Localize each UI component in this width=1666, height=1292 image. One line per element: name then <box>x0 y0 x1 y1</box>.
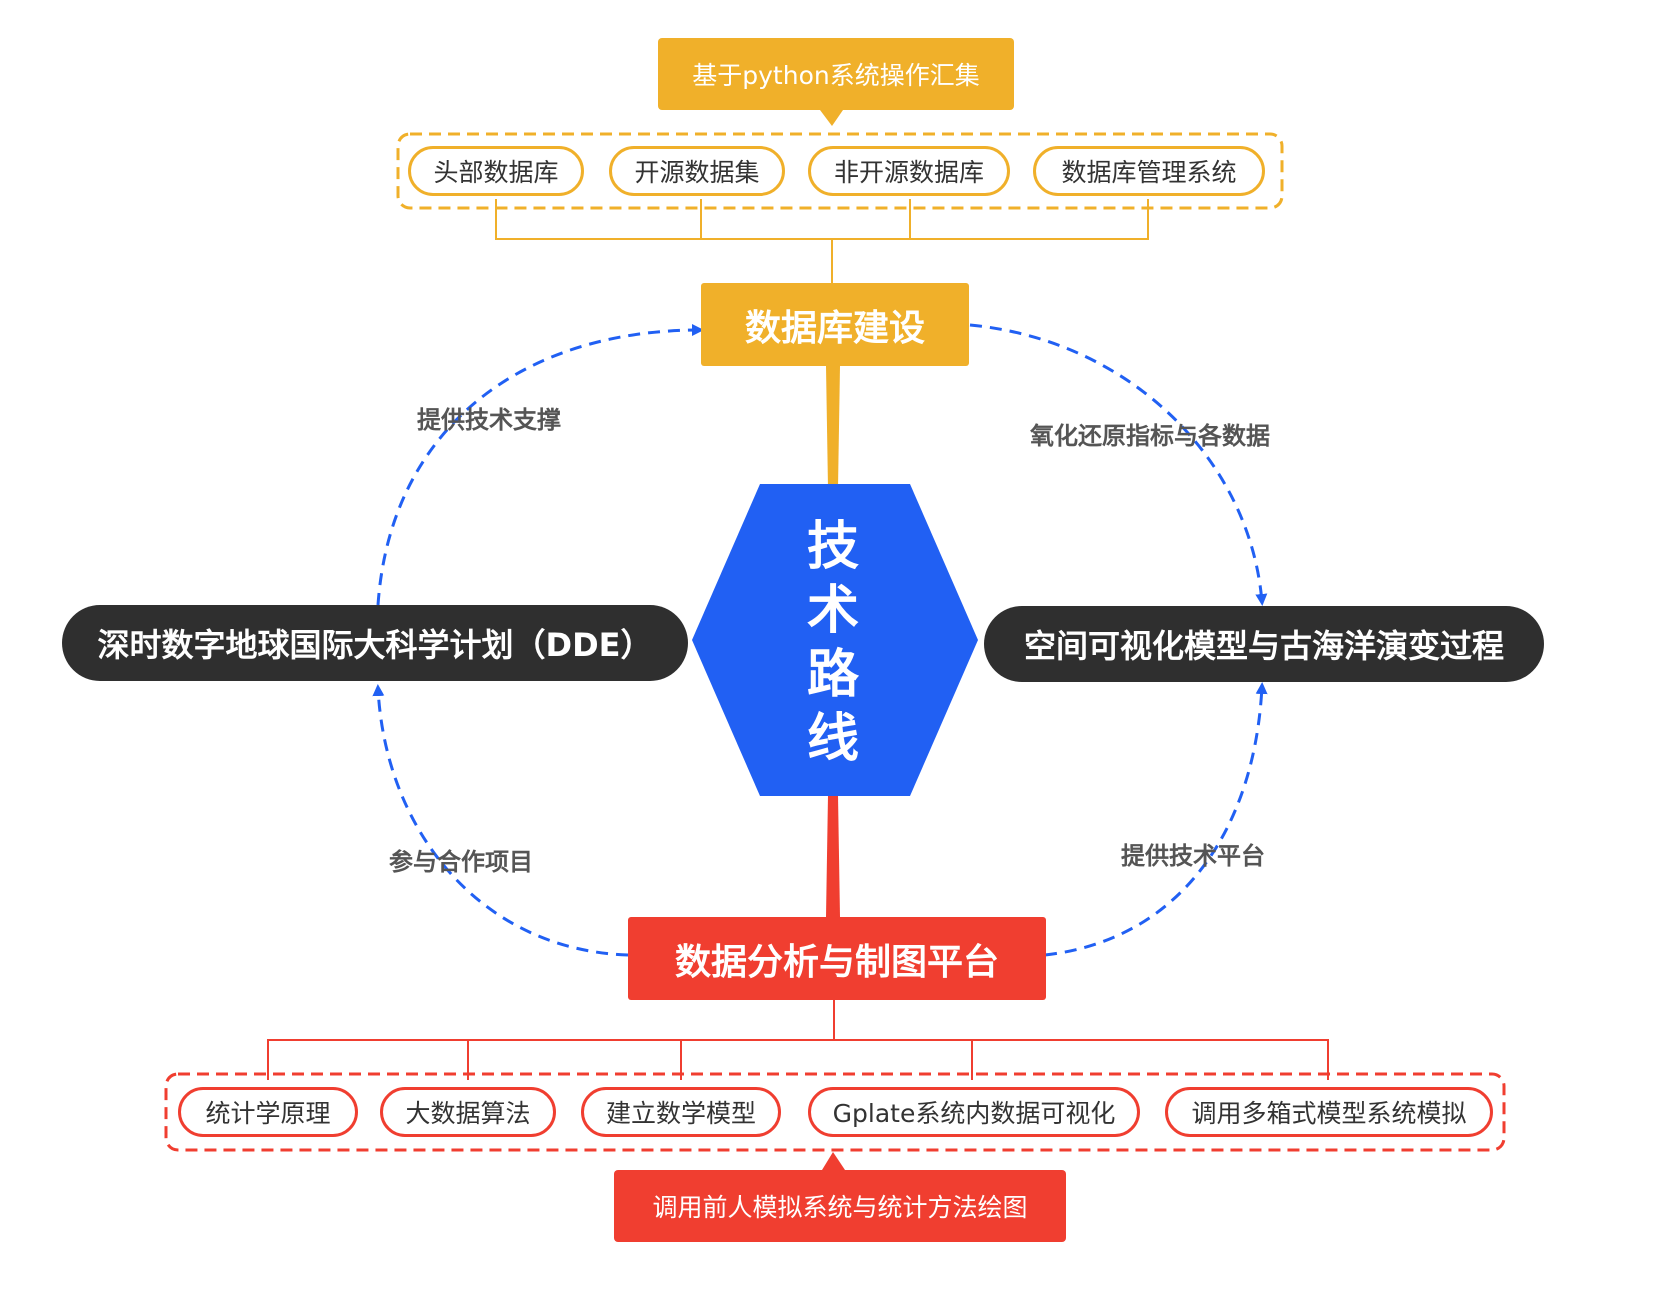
center-char-1: 技 <box>806 517 859 577</box>
spatial-visualization-node: 空间可视化模型与古海洋演变过程 <box>984 606 1544 682</box>
bottom-item-box-model-simulation: 调用多箱式模型系统模拟 <box>1165 1087 1493 1137</box>
bottom-branch-connector <box>826 795 840 917</box>
top-item-open-dataset: 开源数据集 <box>609 146 785 196</box>
top-item-database-management-system: 数据库管理系统 <box>1033 146 1265 196</box>
bottom-items-bracket <box>267 998 1329 1080</box>
data-analysis-platform-node: 数据分析与制图平台 <box>628 917 1046 1000</box>
top-items-group-border <box>396 132 1284 210</box>
bottom-note: 调用前人模拟系统与统计方法绘图 <box>614 1170 1066 1242</box>
dde-node: 深时数字地球国际大科学计划（DDE） <box>62 605 688 681</box>
bottom-item-math-model: 建立数学模型 <box>581 1087 781 1137</box>
center-char-3: 路 <box>806 645 859 705</box>
arc-top-right <box>969 323 1268 606</box>
bottom-item-big-data-algorithms: 大数据算法 <box>380 1087 556 1137</box>
top-items-bracket <box>495 199 1149 283</box>
center-char-2: 术 <box>806 581 859 641</box>
arc-label-top-right: 氧化还原指标与各数据 <box>1030 422 1270 450</box>
top-item-closed-database: 非开源数据库 <box>808 146 1010 196</box>
arc-label-bottom-right: 提供技术平台 <box>1121 842 1265 870</box>
top-note-pointer <box>820 110 843 126</box>
arc-bottom-right <box>1044 682 1268 957</box>
database-construction-node: 数据库建设 <box>701 283 969 366</box>
top-branch-connector <box>826 366 840 488</box>
arc-bottom-left <box>372 684 629 957</box>
bottom-items-group-border <box>164 1072 1506 1152</box>
arc-label-top-left: 提供技术支撑 <box>417 406 561 434</box>
arc-top-left <box>376 324 704 606</box>
center-char-4: 线 <box>806 709 859 769</box>
top-note: 基于python系统操作汇集 <box>658 38 1014 110</box>
center-hexagon <box>692 484 978 796</box>
center-title: 技 术 路 线 <box>793 515 873 771</box>
bottom-item-gplate-visualization: Gplate系统内数据可视化 <box>808 1087 1140 1137</box>
bottom-item-statistics-principles: 统计学原理 <box>178 1087 358 1137</box>
bottom-note-pointer <box>822 1152 845 1170</box>
top-item-head-database: 头部数据库 <box>408 146 584 196</box>
arc-label-bottom-left: 参与合作项目 <box>389 848 533 876</box>
